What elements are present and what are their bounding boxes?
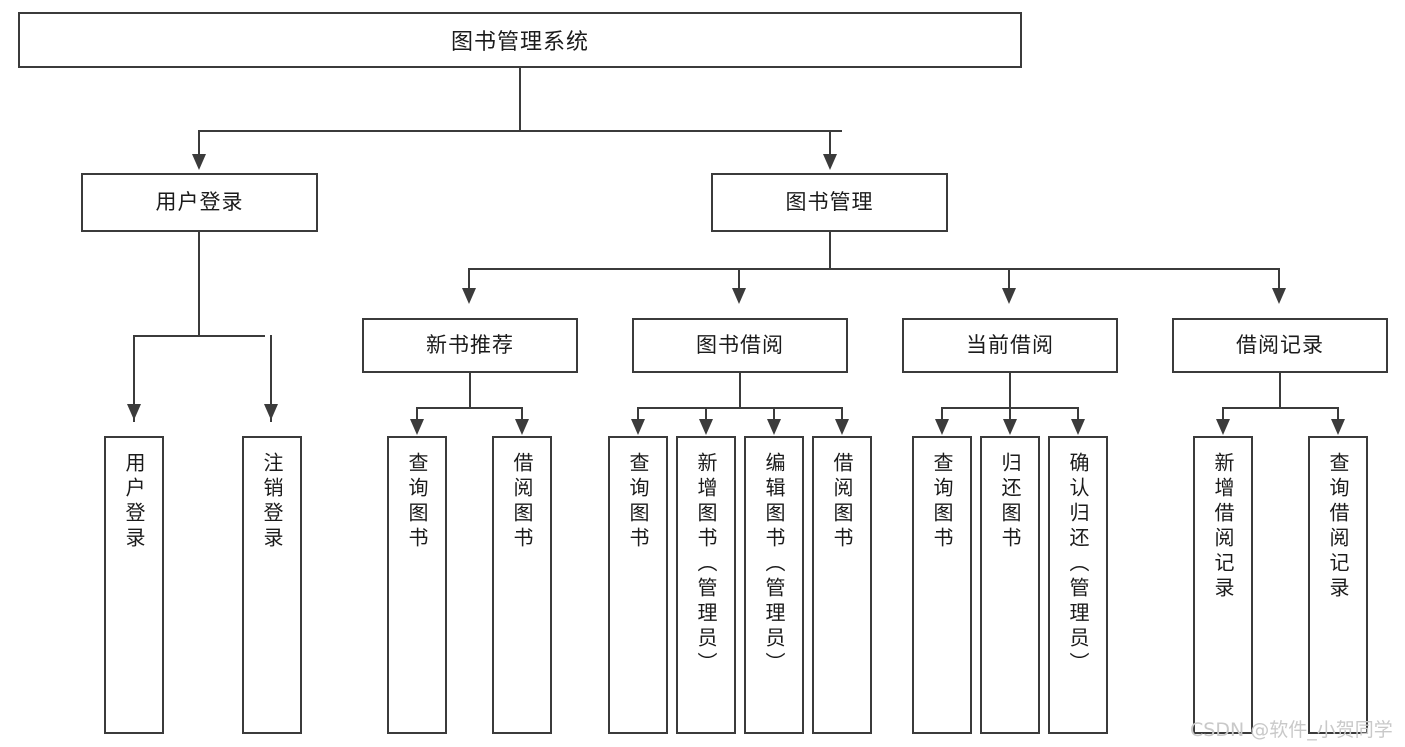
connector-bb-drop-4 [841,407,843,424]
node-book-borrow[interactable]: 图书借阅 [632,318,848,373]
node-leaf-return-book[interactable]: 归还图书 [980,436,1040,734]
connector-root-to-book-manage [829,130,831,156]
node-leaf-borrow-book-1-label: 借阅图书 [510,452,534,552]
arrowhead-book-borrow [732,288,746,304]
node-current-borrow[interactable]: 当前借阅 [902,318,1118,373]
connector-user-login-stem [198,232,200,335]
watermark: CSDN @软件_小贺同学 [1190,719,1393,741]
connector-cb-drop-2 [1009,407,1011,424]
node-leaf-query-book-3[interactable]: 查询图书 [912,436,972,734]
connector-br-drop-2 [1337,407,1339,424]
node-leaf-borrow-book-2-label: 借阅图书 [830,452,854,552]
connector-bb-bus [637,407,843,409]
arrowhead-leaf-borrow-book-2 [835,419,849,435]
connector-bb-drop-1 [637,407,639,424]
node-leaf-borrow-book-1[interactable]: 借阅图书 [492,436,552,734]
node-leaf-query-book-2-label: 查询图书 [626,452,650,552]
connector-bm-drop-2 [738,268,740,300]
connector-nbr-drop-2 [521,407,523,424]
arrowhead-leaf-query-book-2 [631,419,645,435]
connector-root-to-user-login [198,130,200,156]
connector-book-manage-stem [829,232,831,268]
connector-book-manage-bus [468,268,1280,270]
connector-bm-drop-1 [468,268,470,300]
connector-nbr-stem [469,373,471,407]
node-root[interactable]: 图书管理系统 [18,12,1022,68]
arrowhead-leaf-add-book [699,419,713,435]
connector-bb-drop-3 [773,407,775,424]
arrowhead-leaf-user-logout [264,404,278,420]
connector-cb-drop-3 [1077,407,1079,424]
arrowhead-leaf-confirm-return [1071,419,1085,435]
node-root-label: 图书管理系统 [450,30,589,55]
connector-user-login-drop-1 [133,335,135,422]
node-leaf-user-login[interactable]: 用户登录 [104,436,164,734]
node-current-borrow-label: 当前借阅 [966,332,1054,357]
node-leaf-confirm-return[interactable]: 确认归还（管理员） [1048,436,1108,734]
arrowhead-current-borrow [1002,288,1016,304]
arrowhead-leaf-query-book-1 [410,419,424,435]
node-leaf-user-logout[interactable]: 注销登录 [242,436,302,734]
connector-br-drop-1 [1222,407,1224,424]
arrowhead-borrow-record [1272,288,1286,304]
node-new-book-recommend[interactable]: 新书推荐 [362,318,578,373]
node-book-borrow-label: 图书借阅 [696,332,784,357]
node-leaf-confirm-return-label: 确认归还（管理员） [1066,452,1090,677]
node-leaf-edit-book[interactable]: 编辑图书（管理员） [744,436,804,734]
node-leaf-query-book-2[interactable]: 查询图书 [608,436,668,734]
node-leaf-user-logout-label: 注销登录 [260,452,284,552]
node-leaf-edit-book-label: 编辑图书（管理员） [762,452,786,677]
node-new-book-recommend-label: 新书推荐 [426,332,514,357]
connector-bm-drop-3 [1008,268,1010,300]
node-leaf-query-record[interactable]: 查询借阅记录 [1308,436,1368,734]
node-borrow-record[interactable]: 借阅记录 [1172,318,1388,373]
connector-br-stem [1279,373,1281,407]
arrowhead-leaf-user-login [127,404,141,420]
node-leaf-query-book-1[interactable]: 查询图书 [387,436,447,734]
node-user-login-label: 用户登录 [155,189,244,214]
arrowhead-leaf-return-book [1003,419,1017,435]
node-leaf-add-record[interactable]: 新增借阅记录 [1193,436,1253,734]
connector-nbr-bus [416,407,523,409]
arrowhead-leaf-query-record [1331,419,1345,435]
node-leaf-query-record-label: 查询借阅记录 [1326,452,1350,602]
connector-nbr-drop-1 [416,407,418,424]
node-user-login[interactable]: 用户登录 [81,173,318,232]
connector-bm-drop-4 [1278,268,1280,300]
connector-root-bus [198,130,842,132]
node-leaf-return-book-label: 归还图书 [998,452,1022,552]
connector-root-stem [519,68,521,130]
connector-cb-stem [1009,373,1011,407]
node-leaf-add-book[interactable]: 新增图书（管理员） [676,436,736,734]
node-leaf-add-book-label: 新增图书（管理员） [694,452,718,677]
node-leaf-query-book-3-label: 查询图书 [930,452,954,552]
connector-user-login-bus [133,335,265,337]
node-book-manage-label: 图书管理 [785,189,874,214]
node-leaf-query-book-1-label: 查询图书 [405,452,429,552]
node-book-manage[interactable]: 图书管理 [711,173,948,232]
arrowhead-user-login [192,154,206,170]
connector-br-bus [1222,407,1339,409]
connector-user-login-drop-2 [270,335,272,422]
connector-bb-stem [739,373,741,407]
node-leaf-add-record-label: 新增借阅记录 [1211,452,1235,602]
connector-bb-drop-2 [705,407,707,424]
arrowhead-leaf-edit-book [767,419,781,435]
node-leaf-user-login-label: 用户登录 [122,452,146,552]
node-borrow-record-label: 借阅记录 [1236,332,1324,357]
node-leaf-borrow-book-2[interactable]: 借阅图书 [812,436,872,734]
arrowhead-leaf-borrow-book-1 [515,419,529,435]
connector-cb-drop-1 [941,407,943,424]
arrowhead-leaf-query-book-3 [935,419,949,435]
arrowhead-book-manage [823,154,837,170]
arrowhead-new-book-recommend [462,288,476,304]
arrowhead-leaf-add-record [1216,419,1230,435]
